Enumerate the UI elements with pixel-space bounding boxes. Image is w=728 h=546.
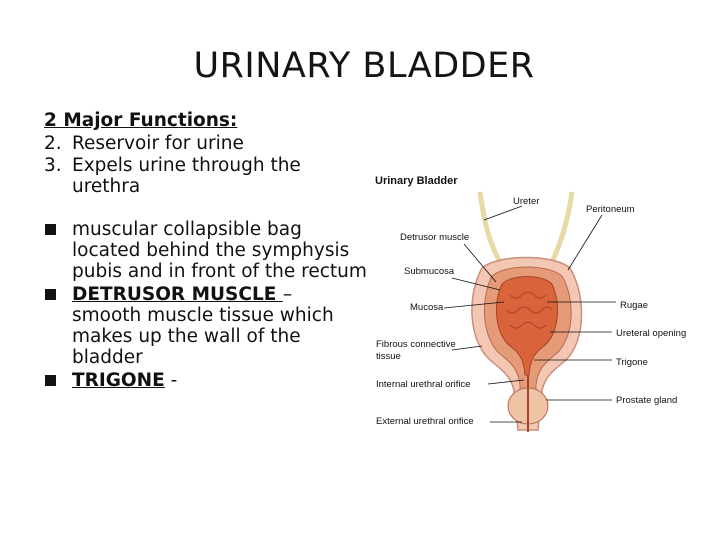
bullet-text: TRIGONE - [72, 370, 177, 391]
label-mucosa: Mucosa [410, 302, 444, 313]
bladder-mucosa [496, 276, 558, 376]
functions-heading: 2 Major Functions: [44, 110, 238, 131]
label-external-urethral-orifice: External urethral orifice [376, 416, 474, 427]
trigone-definition: - [164, 370, 178, 391]
square-bullet-icon [44, 219, 72, 282]
label-rugae: Rugae [620, 300, 648, 311]
bladder-illustration: Urinary Bladder Ureter Peritoneum Detrus… [375, 175, 686, 432]
item-text: Expels urine through the urethra [72, 155, 301, 197]
label-prostate-gland: Prostate gland [616, 395, 677, 406]
bullet-item: TRIGONE - [44, 370, 374, 391]
label-ureter: Ureter [513, 196, 539, 207]
slide-title: URINARY BLADDER [193, 46, 535, 86]
bullet-item: muscular collapsible bag located behind … [44, 219, 374, 282]
bullet-text: DETRUSOR MUSCLE – smooth muscle tissue w… [72, 284, 367, 368]
label-fibrous-connective: Fibrous connective [376, 339, 456, 350]
detrusor-term: DETRUSOR MUSCLE [72, 284, 283, 305]
label-ureteral-opening: Ureteral opening [616, 328, 686, 339]
item-number: 2. [44, 133, 62, 154]
bullet-text: muscular collapsible bag located behind … [72, 219, 367, 282]
label-peritoneum: Peritoneum [586, 204, 635, 215]
text-column: 2 Major Functions: 2. Reservoir for urin… [44, 110, 374, 391]
function-item: 3. Expels urine through the urethra [44, 155, 374, 197]
label-trigone: Trigone [616, 357, 648, 368]
detrusor-definition: – smooth muscle tissue which makes up th… [72, 284, 334, 368]
square-bullet-icon [44, 370, 72, 391]
trigone-term: TRIGONE [72, 370, 165, 391]
item-number: 3. [44, 155, 62, 176]
bullet-item: DETRUSOR MUSCLE – smooth muscle tissue w… [44, 284, 374, 368]
item-text: Reservoir for urine [72, 133, 244, 154]
label-fibrous-tissue: tissue [376, 351, 401, 362]
label-detrusor-muscle: Detrusor muscle [400, 232, 469, 243]
diagram-title: Urinary Bladder [375, 175, 458, 187]
label-internal-urethral-orifice: Internal urethral orifice [376, 379, 471, 390]
square-bullet-icon [44, 284, 72, 368]
label-submucosa: Submucosa [404, 266, 455, 277]
bladder-diagram: Urinary Bladder Ureter Peritoneum Detrus… [372, 170, 712, 440]
function-item: 2. Reservoir for urine [44, 133, 374, 154]
